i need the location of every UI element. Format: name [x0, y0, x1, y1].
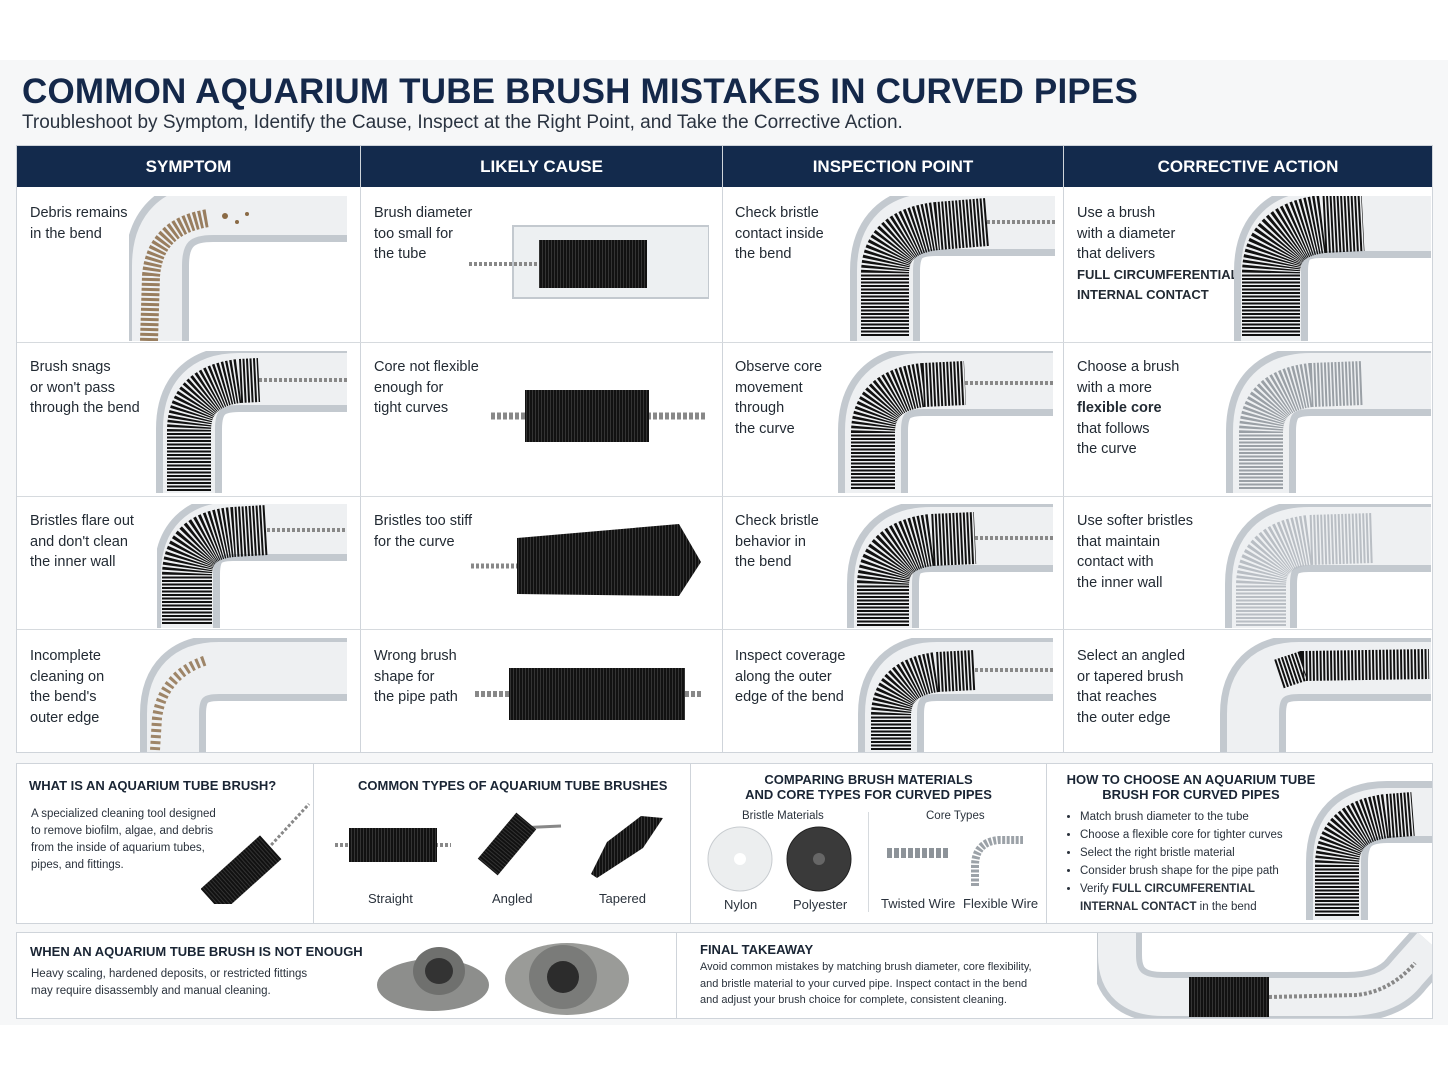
- nylon-label: Nylon: [724, 897, 758, 912]
- straight-label: Straight: [368, 891, 413, 906]
- outer-edge-debris-image: [140, 638, 347, 752]
- flexible-wire-label: Flexible Wire: [963, 896, 1039, 911]
- angled-brush-icon: [477, 812, 562, 876]
- column-divider: [360, 146, 361, 752]
- outer-coverage-image: [858, 638, 1053, 752]
- column-header-symptom: SYMPTOM: [17, 146, 360, 187]
- stiff-bristle-brush-image: [471, 524, 701, 596]
- bristle-behavior-image: [847, 504, 1053, 628]
- panel-divider: [690, 764, 691, 923]
- types-heading: COMMON TYPES OF AQUARIUM TUBE BRUSHES: [358, 778, 668, 793]
- takeaway-heading: FINAL TAKEAWAY: [700, 942, 814, 957]
- column-header-cause: LIKELY CAUSE: [361, 146, 722, 187]
- stiff-core-brush-image: [491, 390, 707, 442]
- info-panel: WHAT IS AN AQUARIUM TUBE BRUSH? A specia…: [16, 763, 1433, 924]
- page-subtitle: Troubleshoot by Symptom, Identify the Ca…: [22, 112, 903, 133]
- small-brush-in-tube-image: [469, 225, 709, 299]
- bristle-materials-label: Bristle Materials: [742, 810, 824, 822]
- tapered-brush-icon: [591, 816, 663, 878]
- column-header-inspection: INSPECTION POINT: [723, 146, 1063, 187]
- nylon-swatch: [707, 826, 773, 892]
- straight-brush-icon: [335, 828, 451, 862]
- core-types-label: Core Types: [926, 810, 985, 822]
- troubleshooting-table: SYMPTOM LIKELY CAUSE INSPECTION POINT CO…: [16, 145, 1433, 753]
- materials-divider: [868, 812, 869, 912]
- tapered-label: Tapered: [599, 891, 646, 906]
- snagged-brush-image: [156, 351, 347, 493]
- core-movement-image: [838, 351, 1053, 493]
- soft-bristle-brush-image: [1225, 504, 1431, 628]
- full-contact-brush-image: [1234, 196, 1431, 341]
- flared-bristles-image: [157, 504, 347, 628]
- wrong-shape-brush-image: [475, 668, 703, 720]
- flexible-core-brush-image: [1226, 351, 1431, 493]
- flexible-wire-swatch: [971, 836, 1023, 886]
- bottom-panel: WHEN AN AQUARIUM TUBE BRUSH IS NOT ENOUG…: [16, 932, 1433, 1019]
- column-header-action: CORRECTIVE ACTION: [1064, 146, 1432, 187]
- what-is-heading: WHAT IS AN AQUARIUM TUBE BRUSH?: [29, 778, 277, 793]
- row-divider: [17, 496, 1432, 497]
- takeaway-brush-image: [1097, 933, 1432, 1018]
- polyester-swatch: [786, 826, 852, 892]
- choose-list: Match brush diameter to the tube Choose …: [1067, 808, 1283, 916]
- scaled-fittings-image: [377, 943, 629, 1015]
- choose-brush-image: [1306, 781, 1432, 920]
- twisted-wire-swatch: [887, 848, 949, 858]
- debris-in-bend-image: [129, 196, 347, 341]
- panel-divider: [676, 933, 677, 1018]
- angled-brush-image: [1220, 638, 1431, 752]
- page-title: COMMON AQUARIUM TUBE BRUSH MISTAKES IN C…: [22, 72, 1138, 111]
- takeaway-text: Avoid common mistakes by matching brush …: [700, 961, 1032, 1006]
- row-divider: [17, 342, 1432, 343]
- twisted-wire-label: Twisted Wire: [881, 896, 956, 911]
- panel-divider: [313, 764, 314, 923]
- row-divider: [17, 629, 1432, 630]
- bristle-contact-image: [850, 196, 1055, 341]
- column-divider: [1063, 146, 1064, 752]
- panel-divider: [1046, 764, 1047, 923]
- angled-label: Angled: [492, 891, 533, 906]
- tube-brush-illustration: [201, 802, 311, 904]
- column-divider: [722, 146, 723, 752]
- polyester-label: Polyester: [793, 897, 848, 912]
- not-enough-text: Heavy scaling, hardened deposits, or res…: [31, 968, 308, 997]
- not-enough-heading: WHEN AN AQUARIUM TUBE BRUSH IS NOT ENOUG…: [30, 944, 363, 959]
